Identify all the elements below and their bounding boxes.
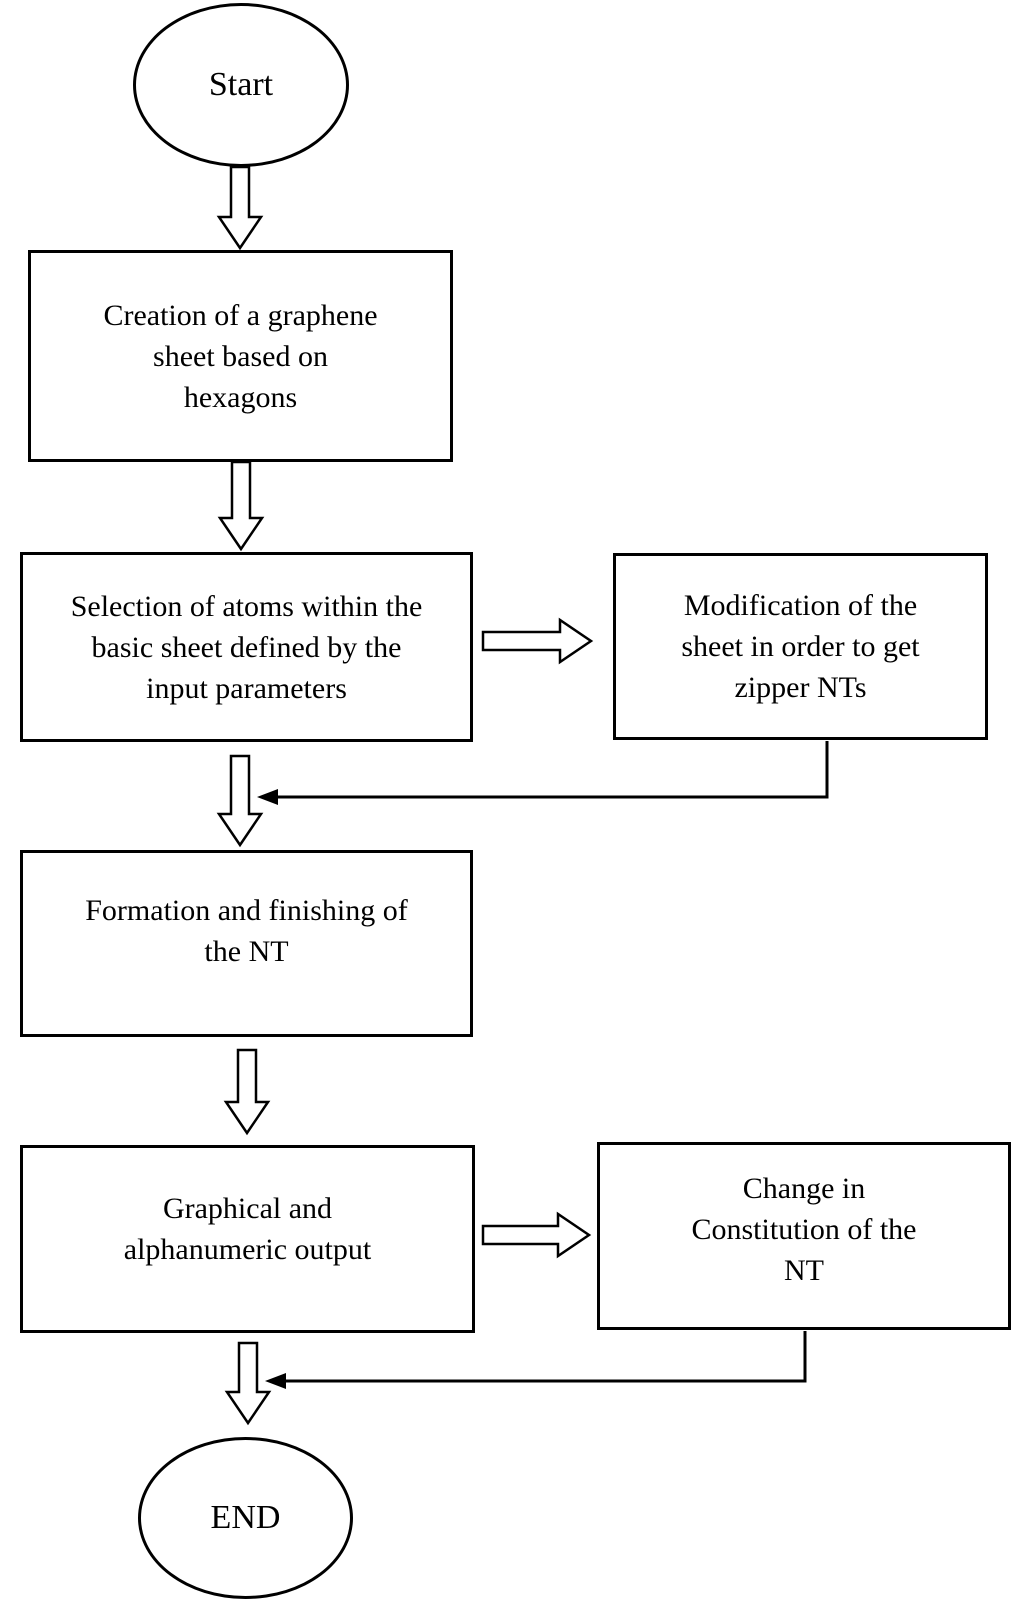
node-end: END (138, 1437, 353, 1599)
node-label-line: zipper NTs (734, 671, 867, 704)
node-label-line: hexagons (183, 380, 298, 414)
node-formation: Formation and finishing of the NT (20, 850, 473, 1037)
node-label-line: sheet in order to get (681, 630, 920, 663)
node-label-line: basic sheet defined by the (91, 630, 402, 664)
node-select-atoms: Selection of atoms within the basic shee… (20, 552, 473, 742)
node-label-line: Creation of a graphene (103, 298, 378, 332)
node-label-line: Selection of atoms within the (70, 589, 423, 623)
node-label-line: NT (784, 1253, 824, 1287)
block-arrow-formation-to-output (223, 1048, 271, 1136)
node-modify-sheet: Modification of the sheet in order to ge… (613, 553, 988, 740)
block-arrow-output-to-end (224, 1341, 272, 1426)
node-change-constitution: Change in Constitution of the NT (597, 1142, 1011, 1330)
block-arrow-output-to-change-constitution (481, 1211, 592, 1259)
node-label-line: Formation and finishing of (85, 893, 408, 927)
node-label: Start (208, 66, 274, 103)
node-label-line: the NT (204, 934, 289, 968)
arrowhead-modify-sheet-to-formation (257, 789, 278, 805)
block-arrow-start-to-create-sheet (216, 165, 264, 251)
block-arrow-select-atoms-to-modify-sheet (481, 617, 594, 665)
node-label-line: alphanumeric output (123, 1233, 372, 1266)
node-output: Graphical and alphanumeric output (20, 1145, 475, 1333)
connector-modify-sheet-to-formation (278, 741, 829, 799)
arrowhead-change-constitution-to-end (265, 1373, 286, 1389)
node-label: END (210, 1499, 281, 1536)
node-start: Start (133, 3, 349, 167)
node-label-line: Constitution of the (691, 1212, 917, 1246)
node-label-line: Graphical and (162, 1192, 333, 1225)
node-label-line: sheet based on (153, 339, 328, 373)
block-arrow-select-atoms-to-formation (216, 754, 264, 848)
node-label-line: input parameters (146, 671, 347, 705)
node-label-line: Change in (742, 1171, 866, 1205)
block-arrow-create-sheet-to-select-atoms (217, 460, 265, 552)
connector-change-constitution-to-end (286, 1331, 807, 1383)
node-create-sheet: Creation of a graphene sheet based on he… (28, 250, 453, 462)
node-label-line: Modification of the (683, 589, 918, 622)
